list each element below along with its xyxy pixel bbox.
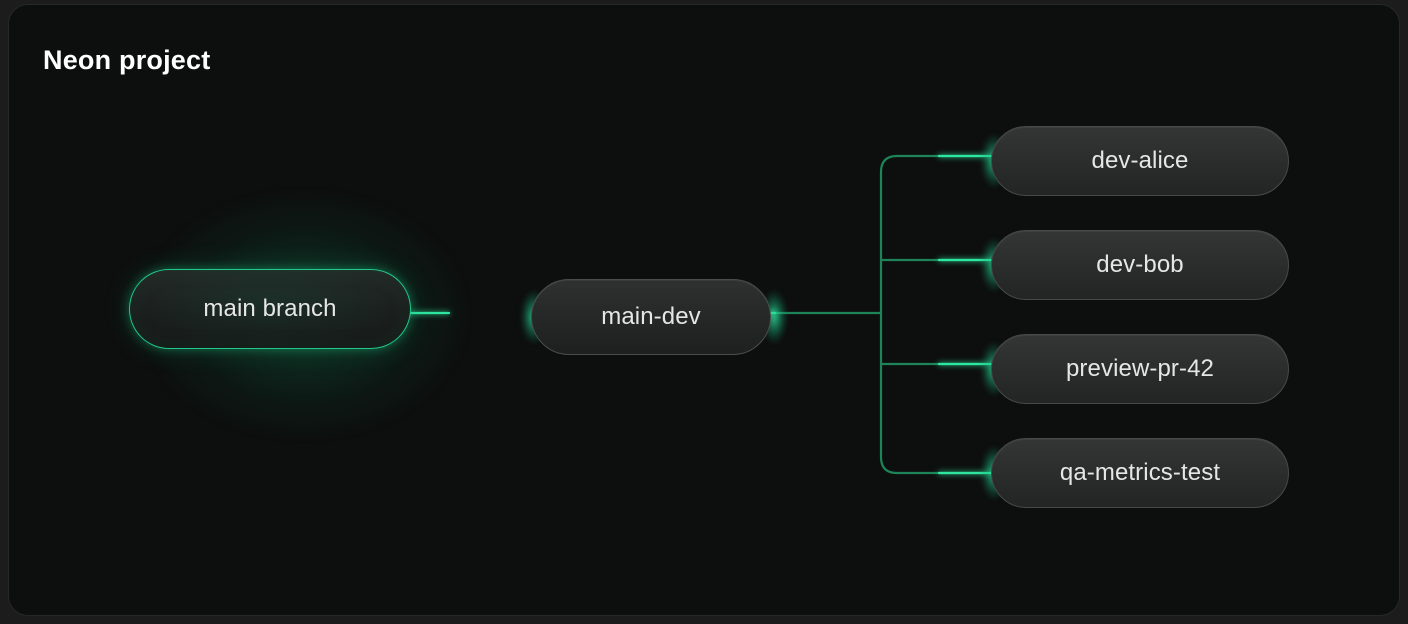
branch-node-label: main branch — [203, 295, 337, 322]
branch-node-dev-alice[interactable]: dev-alice — [991, 126, 1289, 196]
branch-node-main[interactable]: main branch — [129, 269, 411, 349]
project-canvas: Neon project — [8, 4, 1400, 616]
branch-node-label: main-dev — [601, 303, 701, 330]
branch-node-label: qa-metrics-test — [1059, 459, 1221, 486]
page-title: Neon project — [43, 45, 211, 75]
branch-node-qa-metrics-test[interactable]: qa-metrics-test — [991, 438, 1289, 508]
branch-node-label: dev-alice — [1091, 147, 1189, 174]
branch-node-dev-bob[interactable]: dev-bob — [991, 230, 1289, 300]
branch-node-preview-pr-42[interactable]: preview-pr-42 — [991, 334, 1289, 404]
branch-node-label: preview-pr-42 — [1065, 355, 1215, 382]
branch-node-main-dev[interactable]: main-dev — [531, 279, 771, 355]
branch-node-label: dev-bob — [1096, 251, 1184, 278]
